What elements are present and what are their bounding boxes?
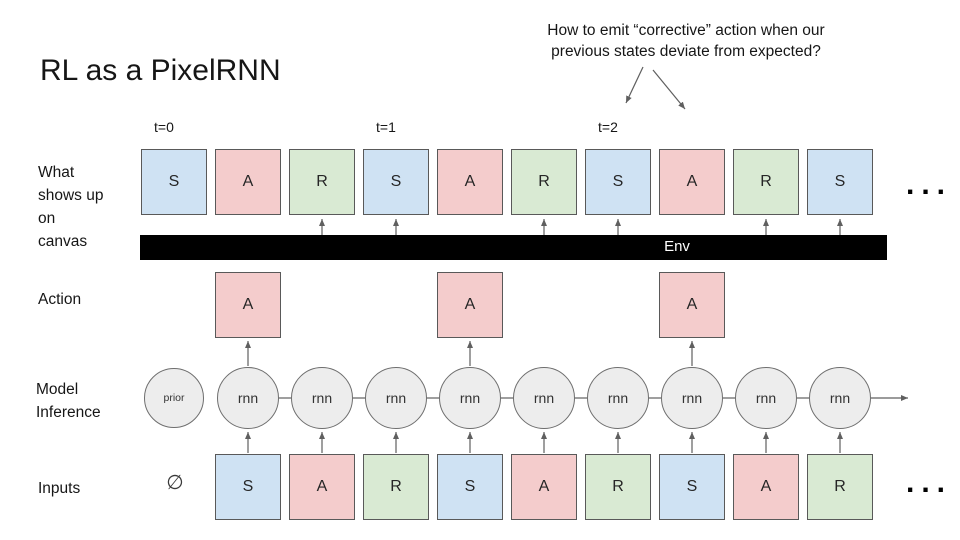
canvas-cell-r-col2: R: [289, 149, 355, 215]
canvas-cell-a-col4: A: [437, 149, 503, 215]
canvas-cell-r-col8: R: [733, 149, 799, 215]
inputs-cell-a-col2: A: [289, 454, 355, 520]
canvas-cell-a-col7: A: [659, 149, 725, 215]
row-label-canvas-line: canvas: [38, 233, 88, 250]
time-label-2: t=2: [598, 119, 618, 135]
env-bar: Env: [140, 235, 887, 260]
annotation-arrow-left: [625, 66, 644, 104]
canvas-cell-r-col5: R: [511, 149, 577, 215]
inputs-cell-r-col9: R: [807, 454, 873, 520]
canvas-cell-s-col0: S: [141, 149, 207, 215]
action-cell-a-col1: A: [215, 272, 281, 338]
rnn-node-col8: rnn: [735, 367, 797, 429]
time-label-0: t=0: [154, 119, 174, 135]
inputs-cell-r-col3: R: [363, 454, 429, 520]
rnn-node-col7: rnn: [661, 367, 723, 429]
row-label-model-line: Model: [36, 381, 79, 398]
inputs-cell-s-col7: S: [659, 454, 725, 520]
annotation-line-2: previous states deviate from expected?: [551, 43, 821, 60]
env-label: Env: [664, 238, 690, 255]
rnn-node-col6: rnn: [587, 367, 649, 429]
empty-set-symbol: ∅: [166, 472, 184, 494]
annotation-line-1: How to emit “corrective” action when our: [547, 22, 825, 39]
canvas-cell-s-col3: S: [363, 149, 429, 215]
rnn-node-col1: rnn: [217, 367, 279, 429]
rnn-node-col9: rnn: [809, 367, 871, 429]
canvas-cell-a-col1: A: [215, 149, 281, 215]
canvas-row-ellipsis: ...: [906, 168, 953, 201]
slide-title: RL as a PixelRNN: [40, 54, 281, 87]
inputs-cell-s-col1: S: [215, 454, 281, 520]
annotation-text: How to emit “corrective” action when our…: [486, 20, 886, 62]
row-label-model-line: Inference: [36, 404, 101, 421]
rnn-node-col5: rnn: [513, 367, 575, 429]
annotation-arrow-right: [652, 69, 686, 110]
inputs-cell-s-col4: S: [437, 454, 503, 520]
action-cell-a-col4: A: [437, 272, 503, 338]
inputs-row-ellipsis: ...: [906, 466, 953, 499]
action-cell-a-col7: A: [659, 272, 725, 338]
row-label-canvas-line: on: [38, 210, 56, 227]
row-label-action: Action: [38, 291, 82, 308]
row-label-canvas-line: shows up: [38, 187, 104, 204]
rnn-node-col3: rnn: [365, 367, 427, 429]
canvas-cell-s-col9: S: [807, 149, 873, 215]
inputs-cell-a-col8: A: [733, 454, 799, 520]
row-label-model-inference: Model Inference: [36, 378, 101, 424]
time-label-1: t=1: [376, 119, 396, 135]
row-label-canvas: What shows up on canvas: [38, 161, 103, 253]
row-label-inputs: Inputs: [38, 480, 81, 497]
rnn-node-col4: rnn: [439, 367, 501, 429]
prior-node: prior: [144, 368, 204, 428]
inputs-cell-a-col5: A: [511, 454, 577, 520]
canvas-cell-s-col6: S: [585, 149, 651, 215]
row-label-canvas-line: What: [38, 164, 75, 181]
rnn-node-col2: rnn: [291, 367, 353, 429]
inputs-cell-r-col6: R: [585, 454, 651, 520]
